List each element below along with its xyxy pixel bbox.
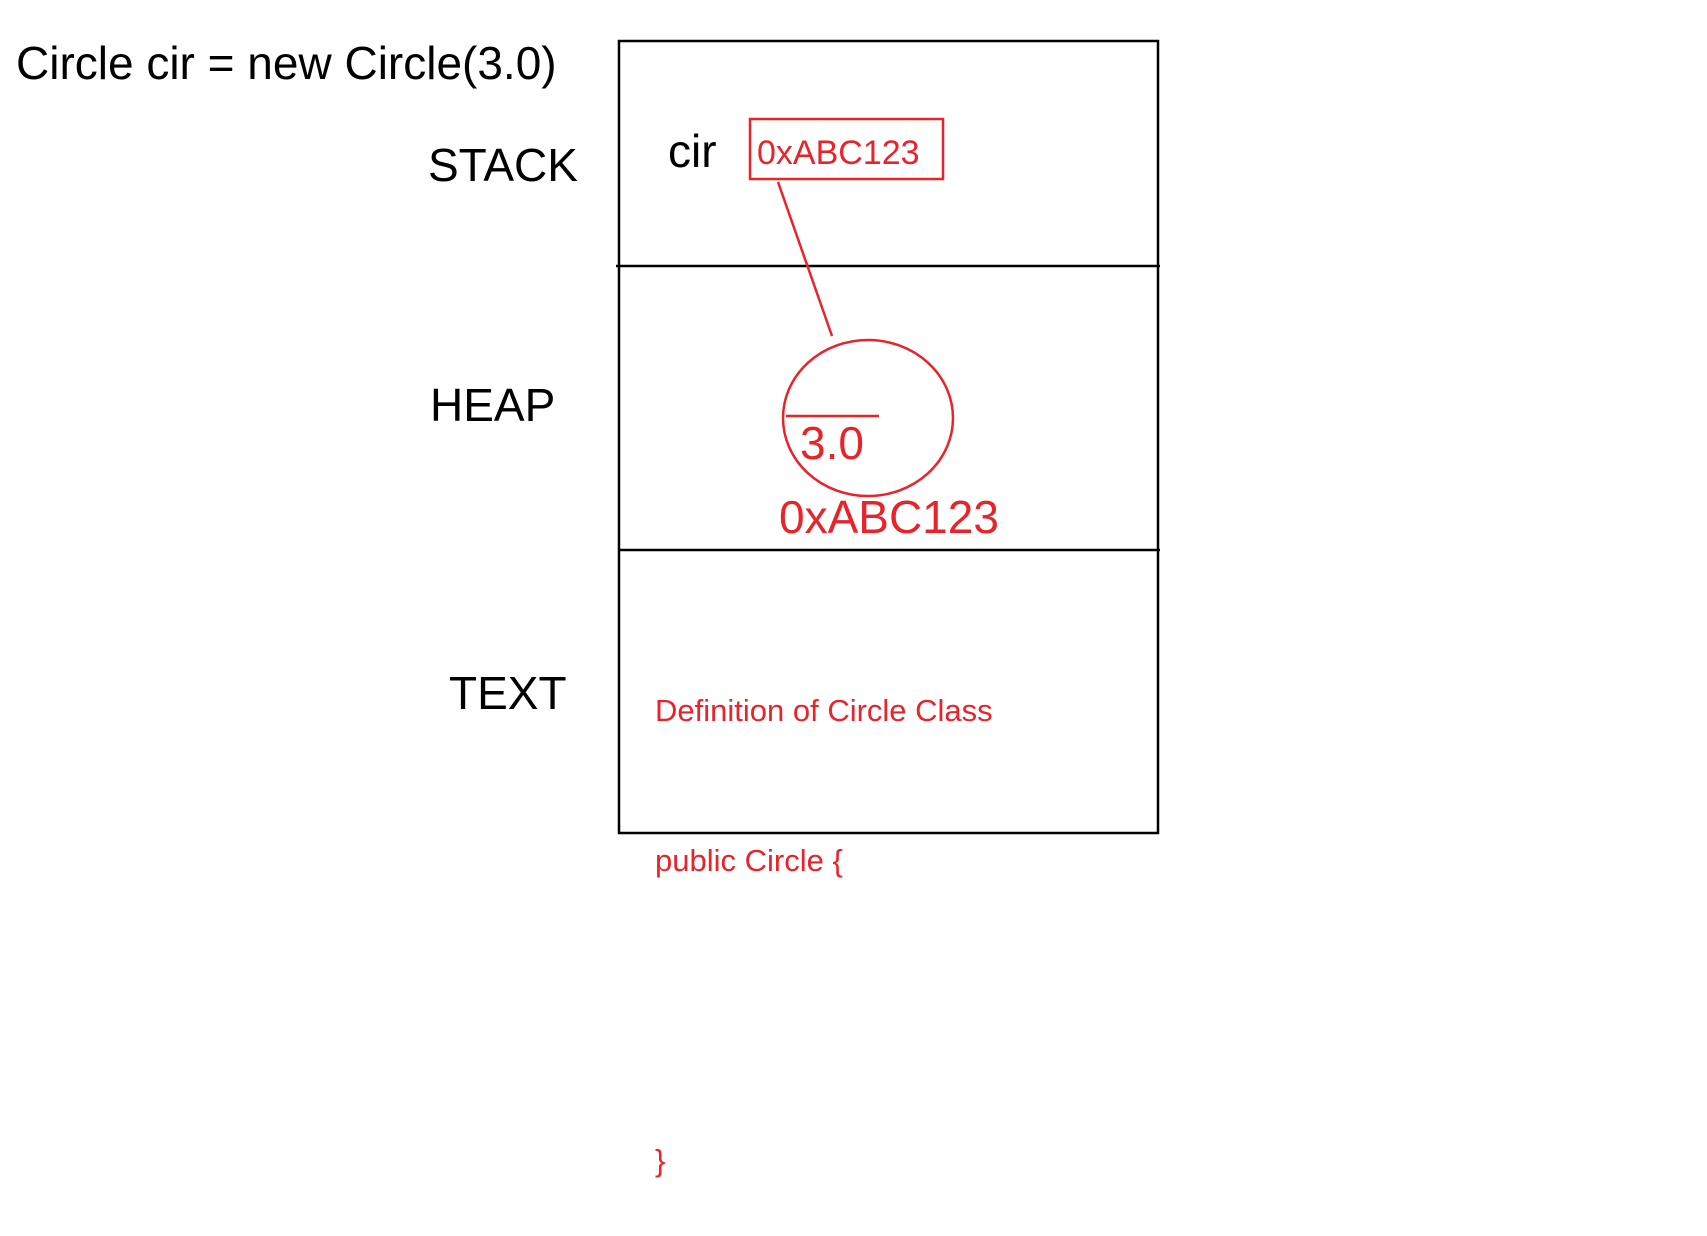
variable-name: cir xyxy=(668,125,717,177)
stack-label: STACK xyxy=(428,139,578,191)
heap-object-circle xyxy=(781,338,955,498)
code-line: public Circle { xyxy=(655,843,843,878)
pointer-box xyxy=(748,117,945,181)
pointer-value: 0xABC123 xyxy=(757,134,920,172)
code-line: } xyxy=(655,1143,666,1178)
code-line: Definition of Circle Class xyxy=(655,693,993,728)
object-address: 0xABC123 xyxy=(779,491,999,543)
object-field-value: 3.0 xyxy=(800,417,864,469)
heap-label: HEAP xyxy=(430,379,556,431)
reference-arrow-line xyxy=(776,181,834,337)
text-label: TEXT xyxy=(449,667,567,719)
code-statement: Circle cir = new Circle(3.0) xyxy=(16,37,557,89)
memory-diagram xyxy=(616,39,1160,835)
text-segment-code: Definition of Circle Class public Circle… xyxy=(655,586,993,1236)
code-line xyxy=(655,986,993,1036)
memory-layout-box xyxy=(617,39,1160,835)
